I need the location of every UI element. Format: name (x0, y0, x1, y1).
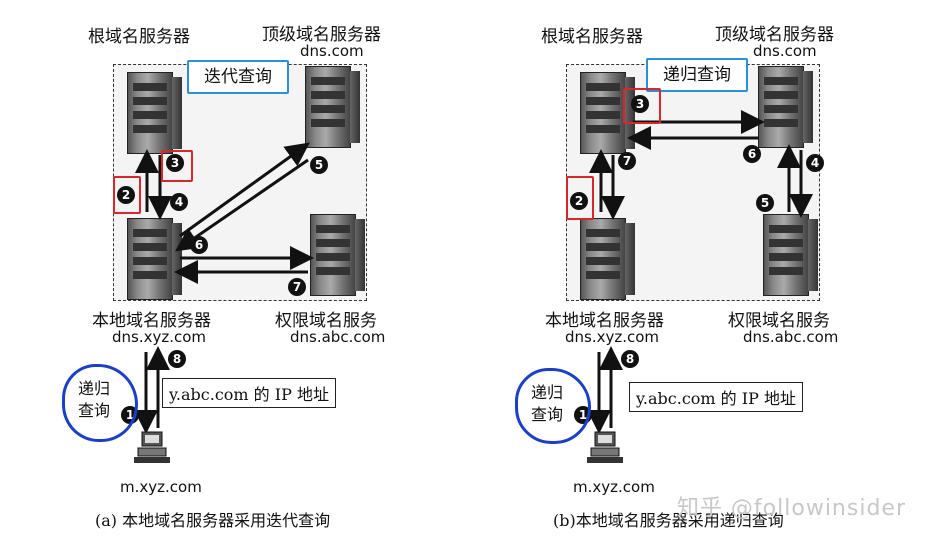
panel-iterative: 根域名服务器 顶级域名服务器 dns.com 迭代查询 2 3 4 5 6 7 … (62, 25, 386, 530)
recursive-query-label: 递归 查询 (527, 382, 567, 426)
tld-server-icon (758, 66, 813, 148)
auth-server-label: 权限域名服务 (728, 311, 830, 331)
recursive-line-1: 递归 (77, 379, 110, 398)
step-6-badge: 6 (190, 236, 208, 254)
recursive-line-1: 递归 (530, 383, 563, 402)
root-server-label: 根域名服务器 (88, 27, 190, 47)
query-type-label: 递归查询 (646, 58, 748, 92)
ip-address-box: y.abc.com 的 IP 地址 (629, 382, 803, 412)
auth-server-icon (763, 214, 818, 296)
tld-server-domain: dns.com (753, 42, 817, 60)
auth-server-icon (310, 214, 365, 296)
root-server-icon (127, 72, 182, 154)
host-computer-icon (587, 431, 623, 463)
watermark: 知乎 @followinsider (676, 496, 906, 521)
step-8-badge: 8 (168, 350, 186, 368)
step-5-badge: 5 (310, 156, 328, 174)
recursive-query-circle (62, 364, 138, 442)
message-arrows (134, 142, 314, 434)
recursive-query-label: 递归 查询 (74, 378, 114, 422)
step-5-badge: 5 (756, 194, 774, 212)
step-4-badge: 4 (806, 154, 824, 172)
tld-server-domain: dns.com (300, 42, 364, 60)
arrow-5 (175, 158, 309, 252)
tld-server-icon (305, 66, 360, 148)
step-2-badge: 2 (570, 192, 588, 210)
recursive-line-2: 查询 (530, 405, 563, 424)
step-6-badge: 6 (743, 145, 761, 163)
query-type-label: 迭代查询 (187, 60, 289, 94)
step-7-badge: 7 (288, 278, 306, 296)
step-2-badge: 2 (117, 186, 135, 204)
panel-recursive: 根域名服务器 顶级域名服务器 dns.com 递归查询 2 3 4 5 6 7 … (463, 0, 926, 546)
auth-server-label: 权限域名服务 (275, 311, 377, 331)
step-7-badge: 7 (618, 152, 636, 170)
ip-address-box: y.abc.com 的 IP 地址 (162, 378, 336, 408)
step-3-highlight (623, 88, 661, 124)
step-8-badge: 8 (621, 350, 639, 368)
tld-server-label: 顶级域名服务器 (715, 25, 834, 45)
host-label: m.xyz.com (573, 478, 655, 496)
step-3-badge: 3 (166, 154, 184, 172)
auth-server-domain: dns.abc.com (743, 328, 839, 346)
caption-a: (a) 本地域名服务器采用迭代查询 (95, 511, 331, 530)
tld-server-label: 顶级域名服务器 (262, 25, 381, 45)
local-server-icon (127, 218, 182, 300)
step-3-badge: 3 (631, 95, 649, 113)
step-2-highlight (113, 176, 141, 214)
auth-server-domain: dns.abc.com (290, 328, 386, 346)
local-server-label: 本地域名服务器 (545, 311, 664, 331)
step-3-highlight (161, 150, 193, 182)
local-server-label: 本地域名服务器 (92, 311, 211, 331)
root-server-label: 根域名服务器 (541, 27, 643, 47)
local-server-domain: dns.xyz.com (112, 328, 207, 346)
host-computer-icon (134, 431, 170, 463)
step-4-badge: 4 (170, 193, 188, 211)
host-label: m.xyz.com (120, 478, 202, 496)
local-server-icon (580, 218, 635, 300)
arrow-4 (179, 142, 310, 238)
local-server-domain: dns.xyz.com (565, 328, 660, 346)
step-2-highlight (566, 176, 594, 220)
root-server-icon (580, 72, 635, 154)
recursive-line-2: 查询 (77, 401, 110, 420)
recursive-query-circle (515, 368, 591, 444)
caption-b: (b)本地域名服务器采用递归查询 (553, 511, 784, 530)
message-arrows (587, 110, 813, 434)
